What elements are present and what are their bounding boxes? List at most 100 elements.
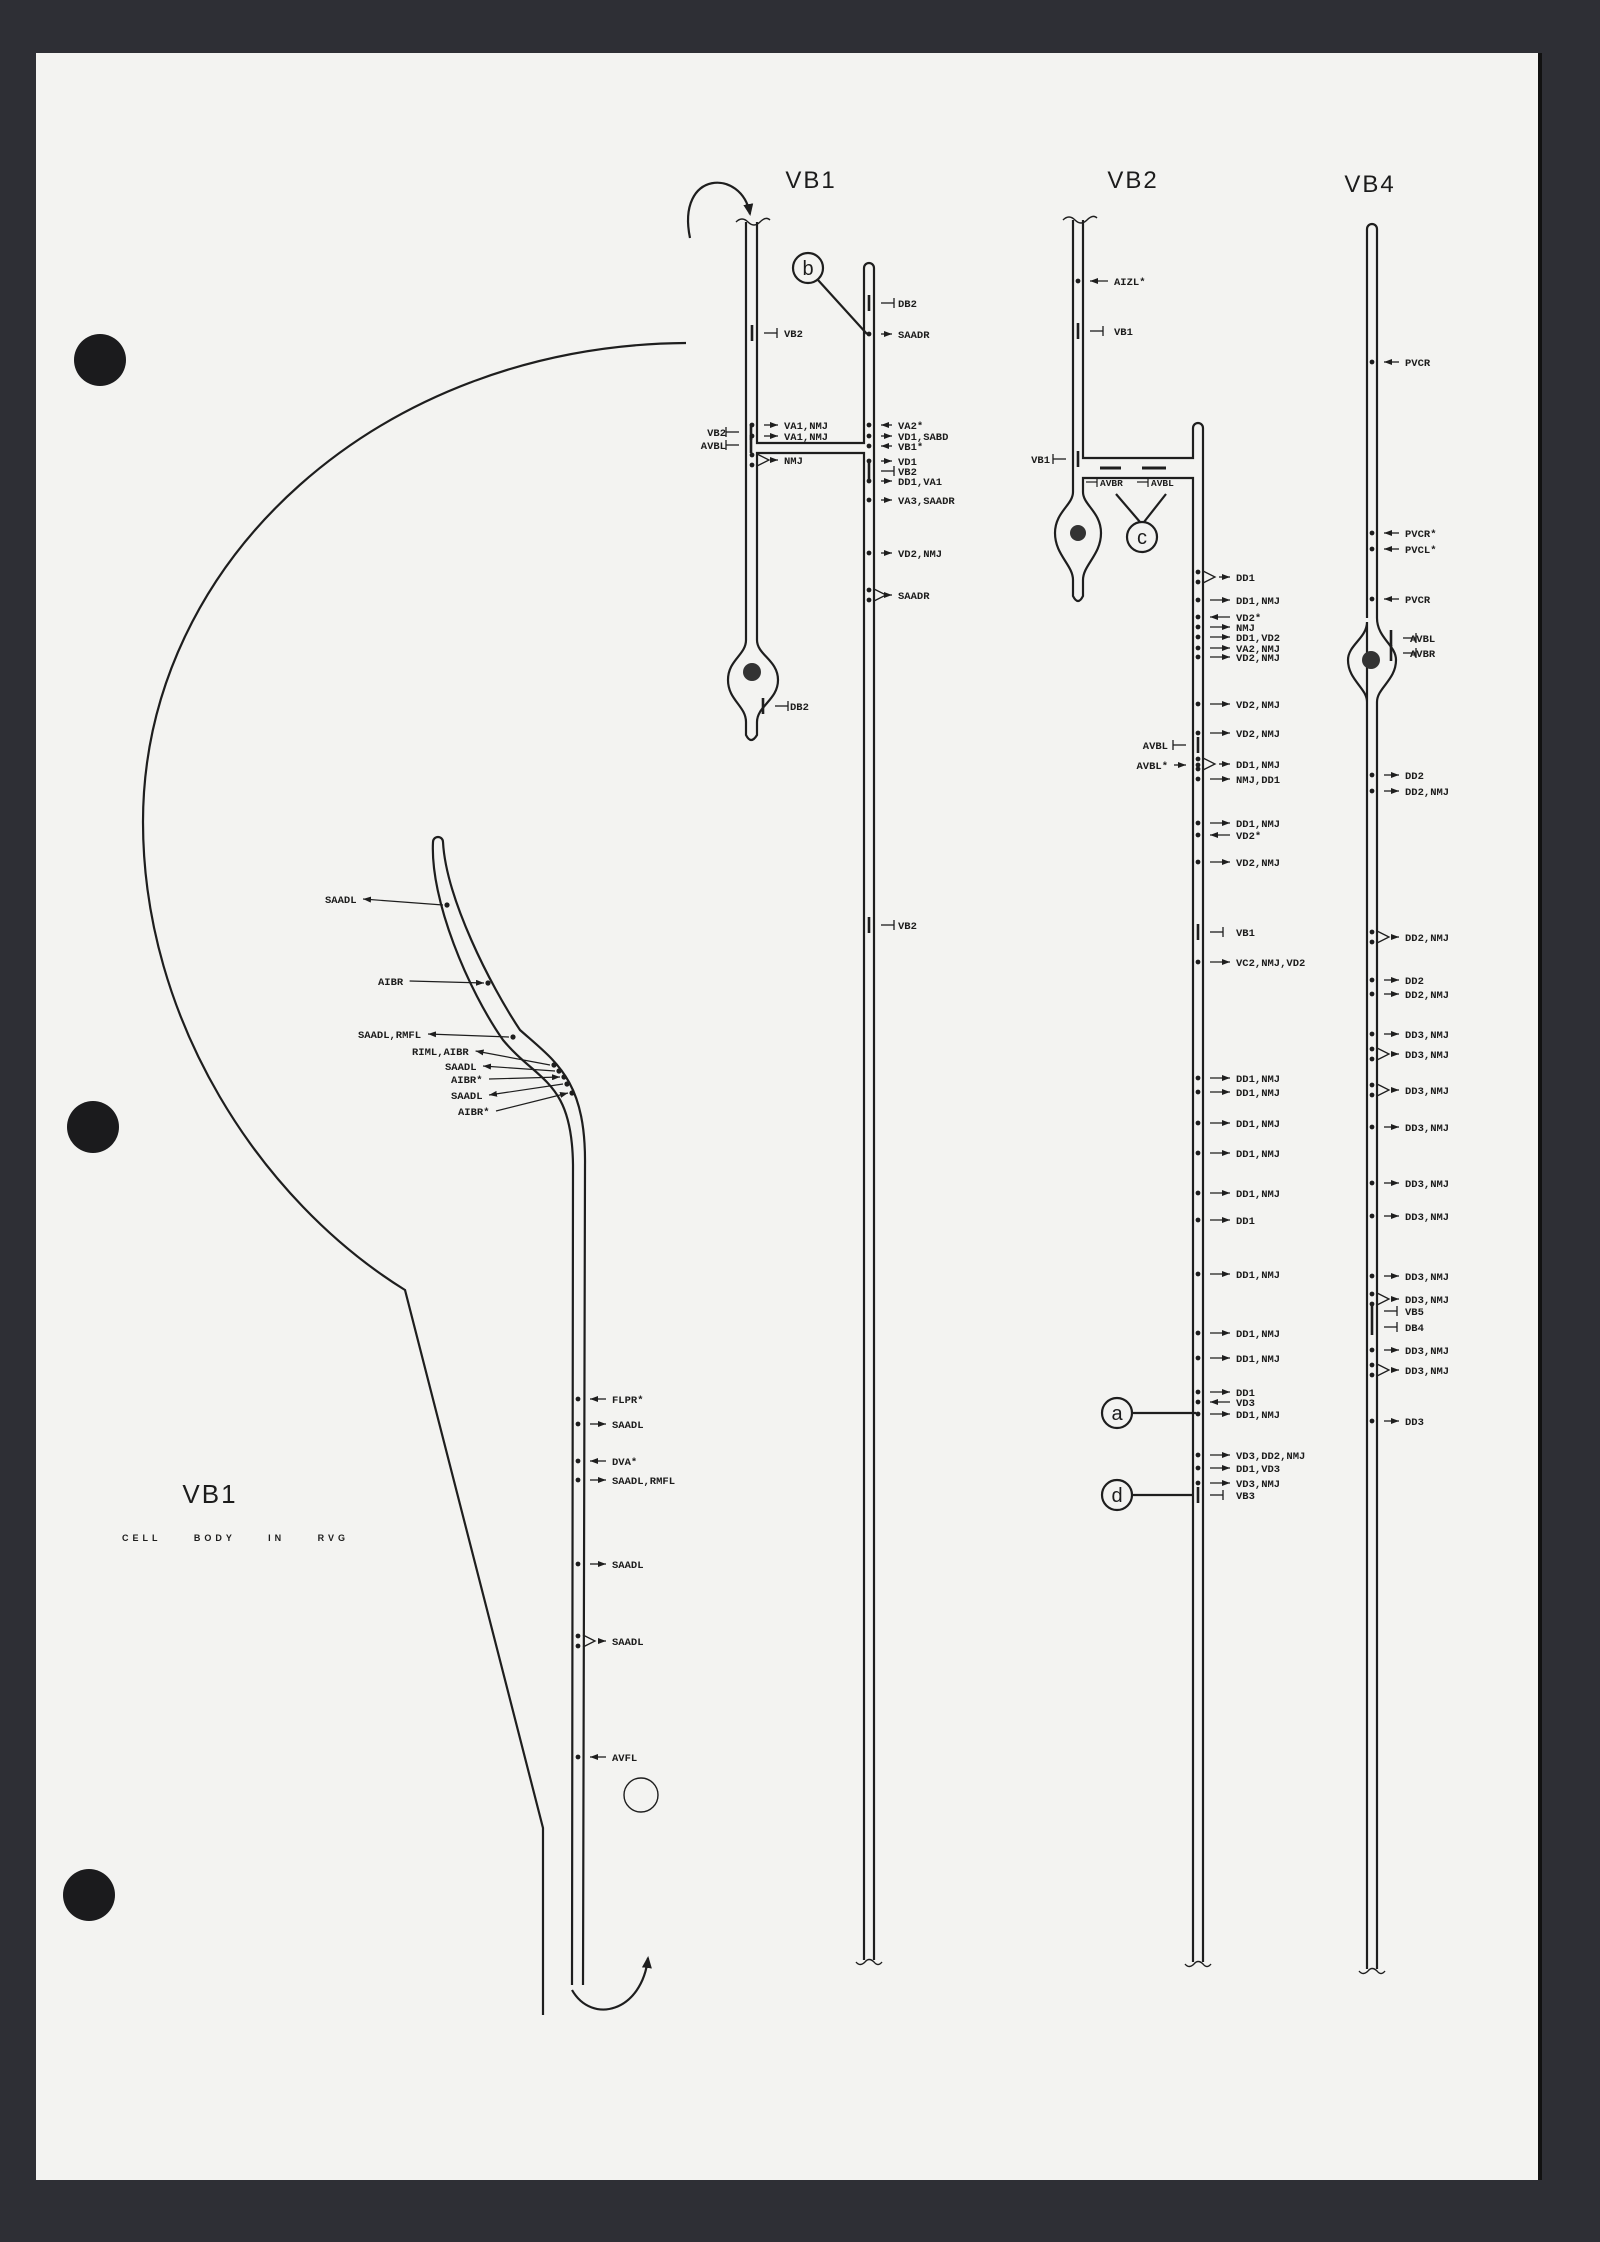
binder-hole-middle — [67, 1101, 119, 1153]
synapse-dot — [866, 331, 872, 337]
synapse-label: AIZL* — [1114, 277, 1146, 289]
callout-d: d — [1100, 1478, 1194, 1512]
synapse-label: AVBL — [1143, 741, 1168, 753]
synapse-label: SAADL — [612, 1637, 644, 1649]
synapse-dot — [1369, 1213, 1375, 1219]
synapse-label: DD3,NMJ — [1405, 1086, 1449, 1098]
synapse-dot — [1369, 929, 1375, 935]
synapse-label: DD1,NMJ — [1236, 1270, 1280, 1282]
synapse-label: VB1 — [1236, 928, 1255, 940]
vb4-neurite — [1346, 222, 1398, 1975]
synapse-dot — [551, 1062, 557, 1068]
synapse-arrow — [488, 1074, 561, 1081]
synapse-dot — [1195, 1075, 1201, 1081]
synapse-arrow — [475, 1049, 551, 1066]
synapse-dot — [1369, 1031, 1375, 1037]
synapse-label: DD2 — [1405, 976, 1424, 988]
synapse-label: DD1 — [1236, 1388, 1255, 1400]
synapse-arrow — [488, 1083, 564, 1097]
body-outline — [141, 341, 687, 2015]
synapse-dot — [1195, 614, 1201, 620]
synapse-label: VA1,NMJ — [784, 421, 828, 433]
synapse-label: PVCL* — [1405, 545, 1437, 557]
synapse-label: PVCR — [1405, 595, 1431, 607]
synapse-arrow — [427, 1031, 510, 1038]
synapse-dot — [1369, 1124, 1375, 1130]
synapse-dot — [1369, 1347, 1375, 1353]
synapse-arrow — [409, 979, 485, 986]
synapse-dot — [1369, 772, 1375, 778]
synapse-label: DD1,VD3 — [1236, 1464, 1280, 1476]
synapse-label: VB2 — [898, 921, 917, 933]
synapse-label: DB2 — [790, 702, 809, 714]
synapse-dot — [575, 1458, 581, 1464]
synapse-dot — [1369, 977, 1375, 983]
synapse-label: DD1,NMJ — [1236, 1189, 1280, 1201]
synapse-label: SAADL,RMFL — [358, 1030, 421, 1042]
synapse-dot — [1195, 579, 1201, 585]
synapse-label: NMJ,DD1 — [1236, 775, 1280, 787]
synapse-label: DD1,NMJ — [1236, 596, 1280, 608]
synapse-arrow — [482, 1063, 556, 1072]
synapse-dot — [866, 478, 872, 484]
synapse-label: VB1 — [1114, 327, 1133, 339]
synapse-dot — [1369, 1362, 1375, 1368]
synapse-label: AIBR* — [458, 1107, 490, 1119]
synapse-label: DD2,NMJ — [1405, 990, 1449, 1002]
synapse-dot — [1195, 1355, 1201, 1361]
synapse-label: DD3,NMJ — [1405, 1212, 1449, 1224]
vb4-nucleus — [1362, 651, 1380, 669]
synapse-label: DD3,NMJ — [1405, 1030, 1449, 1042]
synapse-dot — [1195, 1089, 1201, 1095]
synapse-label: DD3,NMJ — [1405, 1050, 1449, 1062]
synapse-label: PVCR — [1405, 358, 1431, 370]
synapse-label: VD2* — [1236, 831, 1261, 843]
svg-text:a: a — [1111, 1403, 1123, 1425]
synapse-dot — [1369, 1046, 1375, 1052]
synapse-label: VA2,NMJ — [1236, 644, 1280, 656]
synapse-label: DD1,NMJ — [1236, 1119, 1280, 1131]
synapse-label: DD1 — [1236, 573, 1255, 585]
synapse-label: DD2,NMJ — [1405, 933, 1449, 945]
synapse-dot — [1195, 766, 1201, 772]
callout-b: b — [791, 251, 868, 335]
vb2-nucleus — [1070, 525, 1086, 541]
synapse-label: AVBL — [1410, 634, 1435, 646]
synapse-dot — [749, 452, 755, 458]
vb4-title: VB4 — [1344, 171, 1395, 198]
synapse-dot — [1195, 701, 1201, 707]
synapse-arrow — [362, 896, 444, 906]
synapse-dot — [1195, 1465, 1201, 1471]
synapse-dot — [1195, 624, 1201, 630]
synapse-label: VD2,NMJ — [1236, 700, 1280, 712]
dyad-triangle — [1376, 930, 1391, 944]
synapse-dot — [575, 1633, 581, 1639]
synapse-label: DD3 — [1405, 1417, 1424, 1429]
binder-hole-top — [74, 334, 126, 386]
synapse-dot — [866, 422, 872, 428]
synapse-dot — [1369, 788, 1375, 794]
svg-text:b: b — [802, 258, 813, 280]
synapse-label: DD1,NMJ — [1236, 819, 1280, 831]
synapse-dot — [1369, 596, 1375, 602]
synapse-label: VD3,NMJ — [1236, 1479, 1280, 1491]
synapse-label: DD1,NMJ — [1236, 1410, 1280, 1422]
synapse-label: DD3,NMJ — [1405, 1366, 1449, 1378]
synapse-dot — [866, 597, 872, 603]
synapse-label: DD3,NMJ — [1405, 1346, 1449, 1358]
synapse-dot — [1195, 634, 1201, 640]
synapse-dot — [1195, 820, 1201, 826]
synapse-dot — [1195, 730, 1201, 736]
synapse-dot — [1369, 939, 1375, 945]
synapse-dot — [1369, 1418, 1375, 1424]
synapse-label: VD1 — [898, 457, 917, 469]
synapse-dot — [1369, 546, 1375, 552]
synapse-label: VD3,DD2,NMJ — [1236, 1451, 1305, 1463]
synapse-label: AIBR* — [451, 1075, 483, 1087]
synapse-dot — [749, 462, 755, 468]
synapse-label: AVBL* — [1136, 761, 1168, 773]
synapse-label: VD2,NMJ — [898, 549, 942, 561]
dyad-triangle — [1376, 1047, 1391, 1061]
synapse-dot — [1195, 1389, 1201, 1395]
synapse-dot — [1195, 1480, 1201, 1486]
